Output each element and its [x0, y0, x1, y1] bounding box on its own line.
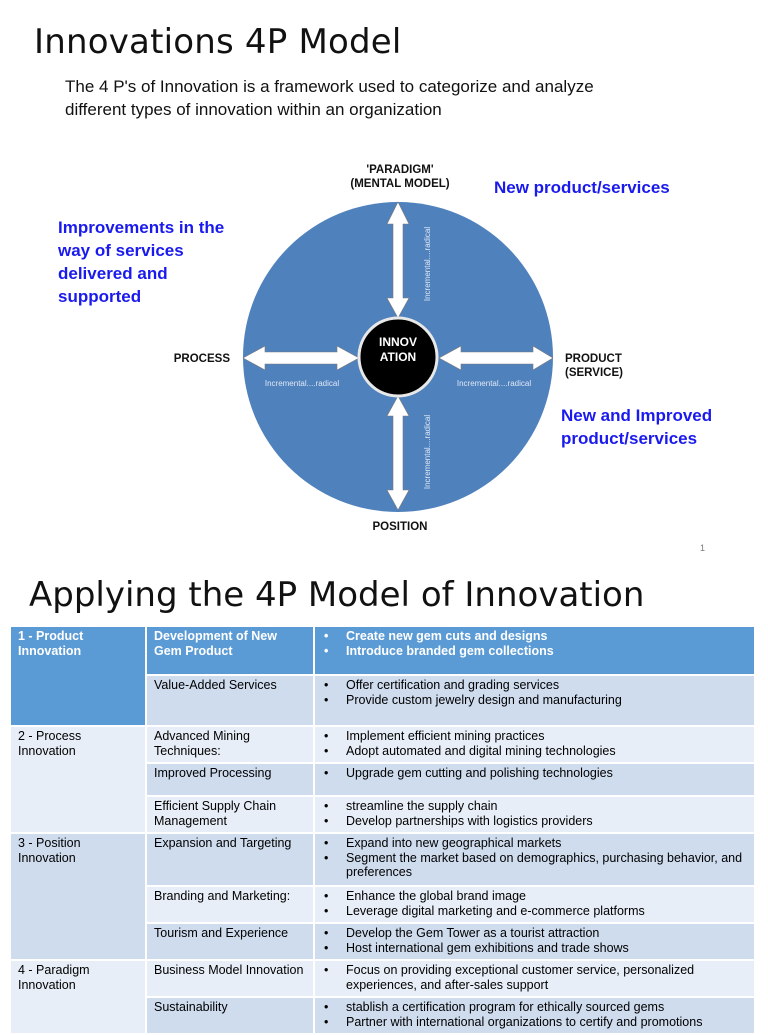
subcategory-cell: Business Model Innovation [145, 959, 315, 998]
subcategory-cell: Efficient Supply Chain Management [145, 795, 315, 834]
points-cell: Offer certification and grading services… [313, 674, 756, 727]
intro-text: The 4 P's of Innovation is a framework u… [65, 75, 705, 121]
table-row: Value-Added Services Offer certification… [10, 674, 756, 727]
label-product-line2: (SERVICE) [565, 367, 623, 379]
table-row: Tourism and Experience Develop the Gem T… [10, 922, 756, 961]
category-cell: 1 - Product Innovation [9, 625, 147, 727]
points-cell: Focus on providing exceptional customer … [313, 959, 756, 998]
bullet-point: Introduce branded gem collections [324, 644, 747, 659]
axis-label-left: Incremental....radical [265, 379, 339, 388]
bullet-point: Enhance the global brand image [324, 889, 747, 904]
points-cell: Implement efficient mining practices Ado… [313, 725, 756, 764]
product-arrow-icon [438, 345, 554, 371]
bullet-point: Expand into new geographical markets [324, 836, 747, 851]
table-row: 3 - Position Innovation Expansion and Ta… [9, 832, 756, 961]
subcategory-cell: Development of New Gem Product [145, 625, 315, 676]
note-process: Improvements in the way of services deli… [58, 218, 225, 306]
intro-line-2: different types of innovation within an … [65, 100, 442, 119]
table-row: Improved Processing Upgrade gem cutting … [10, 762, 756, 797]
bullet-point: Provide custom jewelry design and manufa… [324, 693, 747, 708]
subcategory-cell: Tourism and Experience [145, 922, 315, 961]
points-cell: Create new gem cuts and designs Introduc… [313, 625, 756, 676]
category-cell: 4 - Paradigm Innovation [9, 959, 147, 1035]
bullet-point: Create new gem cuts and designs [324, 629, 747, 644]
category-cell: 3 - Position Innovation [9, 832, 147, 961]
bullet-point: Segment the market based on demographics… [324, 851, 747, 880]
center-label-line1: INNOV [379, 335, 417, 349]
subcategory-cell: Improved Processing [145, 762, 315, 797]
table-row: 2 - Process Innovation Advanced Mining T… [9, 725, 756, 834]
points-cell: stablish a certification program for eth… [313, 996, 756, 1035]
bullet-point: Focus on providing exceptional customer … [324, 963, 747, 992]
bullet-point: Partner with international organizations… [324, 1015, 747, 1030]
innovation-center [357, 316, 439, 398]
label-product: PRODUCT (SERVICE) [565, 352, 623, 380]
points-cell: streamline the supply chain Develop part… [313, 795, 756, 834]
subcategory-cell: Sustainability [145, 996, 315, 1035]
label-process: PROCESS [173, 353, 230, 365]
slide-title: Innovations 4P Model [34, 22, 402, 62]
position-arrow-icon [386, 395, 410, 511]
axis-label-top: Incremental....radical [423, 227, 432, 301]
innovation-table: 1 - Product Innovation Development of Ne… [9, 625, 756, 1035]
label-paradigm-line1: 'PARADIGM' [366, 164, 434, 176]
subcategory-cell: Value-Added Services [145, 674, 315, 727]
bullet-point: Implement efficient mining practices [324, 729, 747, 744]
label-position: POSITION [372, 521, 428, 533]
label-product-line1: PRODUCT [565, 353, 622, 365]
table-row: Branding and Marketing: Enhance the glob… [10, 885, 756, 924]
page-number: 1 [700, 543, 706, 553]
note-paradigm: New product/services [494, 178, 670, 197]
axis-label-right: Incremental....radical [457, 379, 531, 388]
subcategory-cell: Advanced Mining Techniques: [145, 725, 315, 764]
label-paradigm-line2: (MENTAL MODEL) [350, 178, 450, 190]
table-row: 1 - Product Innovation Development of Ne… [9, 625, 756, 727]
intro-line-1: The 4 P's of Innovation is a framework u… [65, 77, 594, 96]
table-row: Efficient Supply Chain Management stream… [10, 795, 756, 834]
points-cell: Enhance the global brand image Leverage … [313, 885, 756, 924]
table-slide-title: Applying the 4P Model of Innovation [29, 575, 645, 615]
center-label-line2: ATION [380, 350, 416, 364]
bullet-point: Host international gem exhibitions and t… [324, 941, 747, 956]
bullet-point: Develop the Gem Tower as a tourist attra… [324, 926, 747, 941]
bullet-point: Adopt automated and digital mining techn… [324, 744, 747, 759]
label-paradigm: 'PARADIGM' (MENTAL MODEL) [330, 163, 470, 191]
table-row: 4 - Paradigm Innovation Business Model I… [9, 959, 756, 1035]
axis-label-bottom: Incremental....radical [423, 415, 432, 489]
subcategory-cell: Expansion and Targeting [145, 832, 315, 887]
innovation-4p-diagram: INNOV ATION Incremental....radical Incre… [242, 201, 554, 512]
category-cell: 2 - Process Innovation [9, 725, 147, 834]
points-cell: Upgrade gem cutting and polishing techno… [313, 762, 756, 797]
bullet-point: stablish a certification program for eth… [324, 1000, 747, 1015]
bullet-point: Leverage digital marketing and e-commerc… [324, 904, 747, 919]
bullet-point: Offer certification and grading services [324, 678, 747, 693]
note-product: New and Improved product/services [561, 406, 713, 448]
points-cell: Develop the Gem Tower as a tourist attra… [313, 922, 756, 961]
bullet-point: Upgrade gem cutting and polishing techno… [324, 766, 747, 781]
subcategory-cell: Branding and Marketing: [145, 885, 315, 924]
bullet-point: Develop partnerships with logistics prov… [324, 814, 747, 829]
bullet-point: streamline the supply chain [324, 799, 747, 814]
points-cell: Expand into new geographical markets Seg… [313, 832, 756, 887]
